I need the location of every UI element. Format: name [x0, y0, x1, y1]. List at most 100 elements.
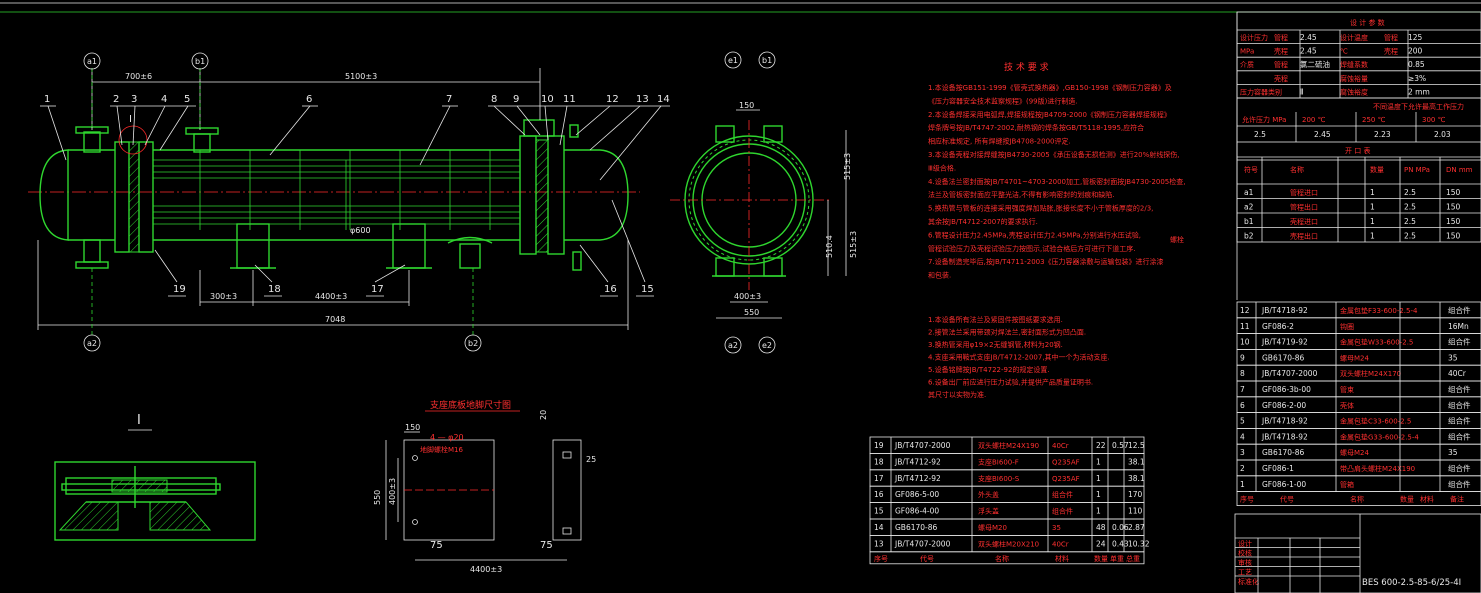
parts-right-cell: 组合件	[1448, 431, 1471, 441]
tech-title: 技 术 要 求	[1004, 61, 1049, 73]
tech-line: Ⅲ级合格.	[928, 163, 956, 172]
parts-right-cell: JB/T4719-92	[1261, 338, 1308, 347]
nozzle-cell: a2	[1244, 203, 1254, 212]
parts-bottom-cell: Q235AF	[1052, 475, 1080, 483]
parts-right-cell: 组合件	[1448, 305, 1471, 315]
tech-line: 《压力容器安全技术监察规程》(99版)进行制造.	[928, 96, 1078, 105]
saddle-support-left	[230, 223, 276, 269]
nozzle-cell: 2.5	[1404, 203, 1416, 212]
parts-bottom-cell: 支座BI600-S	[978, 474, 1020, 483]
dim-bottom: 7048	[325, 315, 345, 324]
side-dim: 515±3	[849, 231, 858, 258]
parts-right-cell: 2	[1240, 464, 1245, 473]
parts-right-cell: 组合件	[1448, 337, 1471, 347]
support-title: 支座底板地脚尺寸图	[430, 399, 511, 411]
pressure-head: 200 ℃	[1302, 116, 1326, 124]
exchanger-side-view: 150 515±3 510.4 515±3 400±3 550 e1 b1 a2…	[670, 51, 858, 354]
bubble: b1	[762, 56, 772, 65]
part-label: 2	[113, 94, 119, 105]
parts-bottom-cell: 38.1	[1128, 457, 1145, 466]
parts-bottom-cell: GB6170-86	[895, 523, 938, 532]
part-label: 16	[604, 284, 617, 295]
support-dim: 150	[405, 423, 420, 432]
part-label: 6	[306, 94, 312, 105]
nozzle-cell: 2.5	[1404, 188, 1416, 197]
bottom-dimensions: 300±3 4400±3 7048	[37, 240, 629, 330]
part-label: 3	[131, 94, 137, 105]
nozzle-cell: 1	[1370, 232, 1375, 241]
parts-right-cell: 40Cr	[1448, 369, 1467, 378]
part-label: 15	[641, 284, 654, 295]
parts-bottom-cell: 0.57	[1112, 441, 1129, 450]
pressure-value: 2.45	[1314, 130, 1331, 139]
nozzle-cell: 150	[1446, 217, 1461, 226]
parts-right-cell: 9	[1240, 353, 1245, 362]
pressure-value: 2.03	[1434, 130, 1451, 139]
parts-right-cell: 金属包垫W33-600-2.5	[1340, 338, 1413, 347]
parts-bottom-footer: 材料	[1055, 554, 1069, 563]
bubble: e2	[762, 341, 772, 350]
parts-right-cell: 壳体	[1340, 401, 1354, 410]
parts-right-footer: 序号	[1240, 495, 1254, 504]
parts-bottom-footer: 单重	[1110, 554, 1124, 563]
sign-row-label: 设计	[1238, 539, 1252, 548]
design-cell: 200	[1408, 47, 1423, 56]
tech-side-note: 螺栓	[1170, 235, 1184, 244]
design-cell: MPa	[1240, 48, 1254, 56]
parts-bottom-cell: GF086-5-00	[895, 490, 939, 499]
parts-bottom-cell: 0.43	[1112, 539, 1129, 548]
parts-bottom-cell: 2.87	[1128, 523, 1145, 532]
parts-bottom-cell: 支座BI600-F	[978, 457, 1019, 466]
parts-right-cell: 金属包垫C33-600-2.5	[1340, 417, 1411, 426]
parts-right-cell: JB/T4718-92	[1261, 306, 1308, 315]
tech-line: 1.本设备所有法兰及紧固件按图纸要求选用.	[928, 315, 1063, 324]
parts-right-cell: 金属包垫F33-600-2.5-4	[1340, 306, 1418, 315]
parts-bottom-cell: 110	[1128, 507, 1143, 516]
design-cell: 管程	[1274, 60, 1288, 69]
support-dim: 20	[539, 410, 548, 420]
bolt-label: 地脚螺栓M16	[420, 445, 463, 454]
parts-right-cell: 7	[1240, 385, 1245, 394]
design-cell: 壳程	[1384, 47, 1398, 56]
top-dimensions: 700±6 5100±3	[91, 68, 541, 130]
parts-right-cell: GF086-1-00	[1262, 480, 1306, 489]
parts-bottom-cell: 浮头盖	[978, 507, 999, 516]
tech-line: 2.接管法兰采用带颈对焊法兰,密封面形式为凹凸面.	[928, 328, 1086, 337]
parts-bottom-cell: 0.06	[1112, 523, 1129, 532]
pressure-value: 2.5	[1254, 130, 1266, 139]
nozzle-cell: 壳程出口	[1290, 232, 1318, 241]
design-cell: 125	[1408, 33, 1423, 42]
tech-line: 其尺寸以实物为准.	[928, 390, 986, 399]
tech-lines: 1.本设备按GB151-1999《管壳式换热器》,GB150-1998《钢制压力…	[928, 83, 1186, 399]
bubble: a2	[728, 341, 738, 350]
dim-bottom: 300±3	[210, 292, 237, 301]
parts-right-cell: 钩圈	[1340, 322, 1354, 331]
detail-mark: I	[129, 114, 132, 125]
side-dim: 400±3	[734, 292, 761, 301]
dim-bottom: 4400±3	[315, 292, 347, 301]
nozzle-cell: 1	[1370, 203, 1375, 212]
parts-right-cell: 双头螺柱M24X170	[1340, 369, 1401, 378]
drawing-number: BES 600-2.5-85-6/25-4I	[1362, 578, 1461, 588]
design-cell: 氯二硫油	[1300, 59, 1330, 69]
nozzle-title: 开 口 表	[1345, 146, 1370, 155]
side-dim: 515±3	[843, 153, 852, 180]
parts-bottom-footer: 名称	[995, 554, 1009, 563]
parts-right-cell: JB/T4707-2000	[1261, 369, 1318, 378]
part-label: 8	[491, 94, 497, 105]
nozzle-cell: 壳程进口	[1290, 217, 1318, 226]
design-cell: 焊缝系数	[1340, 60, 1368, 69]
parts-right-cell: GF086-2	[1262, 322, 1294, 331]
nozzle-cell: b1	[1244, 217, 1254, 226]
detail-title: I	[137, 413, 141, 428]
tech-line: 法兰及管板密封面应平整光洁,不得有影响密封的划痕和缺陷.	[928, 190, 1114, 199]
parts-bottom-cell: JB/T4712-92	[894, 474, 941, 483]
